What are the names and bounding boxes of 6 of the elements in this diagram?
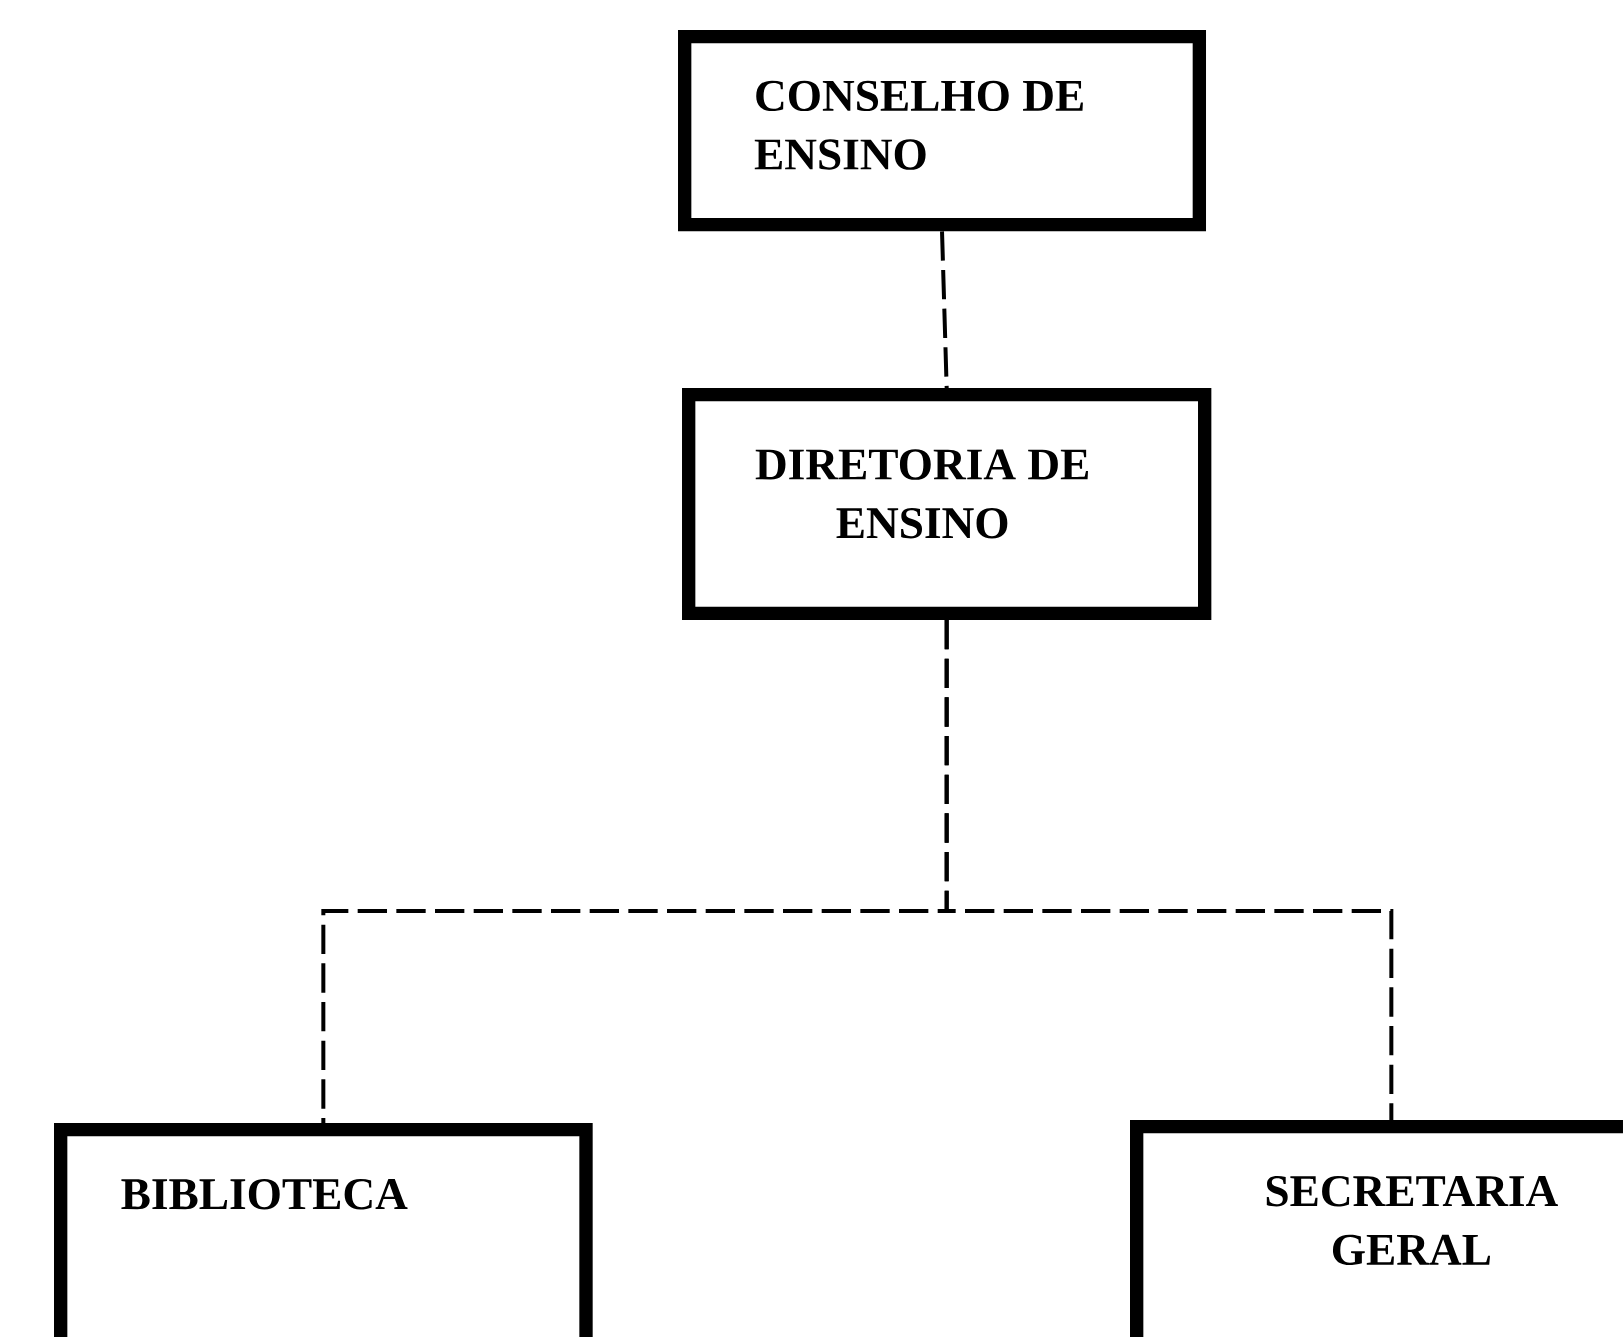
- org-box: BIBLIOTECA: [54, 1123, 593, 1337]
- org-box: CONSELHO DE ENSINO: [678, 30, 1206, 232]
- connector-line: [940, 231, 949, 389]
- org-box: DIRETORIA DE ENSINO: [682, 388, 1212, 620]
- connector-line: [944, 620, 1394, 1120]
- org-box: SECRETARIA GERAL: [1130, 1120, 1623, 1337]
